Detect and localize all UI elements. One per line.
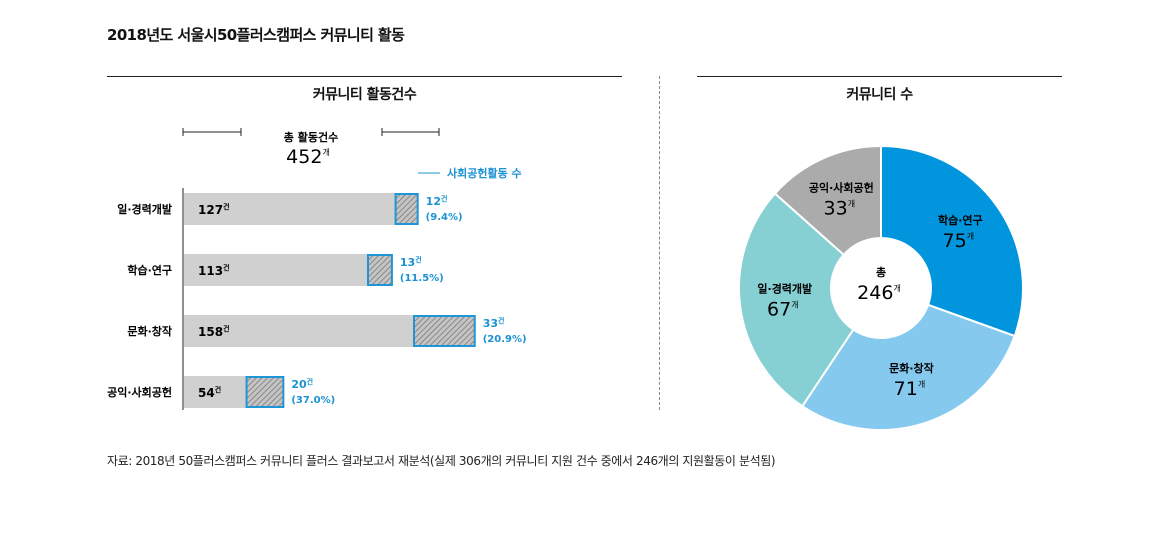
page-title: 2018년도 서울시50플러스캠퍼스 커뮤니티 활동 xyxy=(107,26,405,44)
bar-highlight-percent: (9.4%) xyxy=(426,212,463,223)
bar-highlight-percent: (37.0%) xyxy=(291,395,335,406)
bar-value-number: 127 xyxy=(198,203,223,217)
bar-category-label: 일·경력개발 xyxy=(117,202,172,216)
pie-slice-unit: 개 xyxy=(967,231,974,241)
total-value-number: 452 xyxy=(286,146,322,168)
bar-highlight-unit: 건 xyxy=(441,194,447,203)
pie-slice-number: 75 xyxy=(943,230,967,252)
bar-highlight-label: 13건 xyxy=(400,255,422,269)
pie-panel-title: 커뮤니티 수 xyxy=(846,87,913,103)
bar-highlight-percent: (11.5%) xyxy=(400,273,444,284)
pie-center-value: 246개 xyxy=(857,282,901,304)
bar-highlight-number: 13 xyxy=(400,256,415,269)
bar-value-label: 54건 xyxy=(198,385,221,400)
legend-label: 사회공헌활동 수 xyxy=(447,166,522,180)
bar-highlight-unit: 건 xyxy=(498,316,504,325)
bar-highlight-label: 20건 xyxy=(291,377,313,391)
bar-highlight-number: 20 xyxy=(291,378,307,391)
pie-center-number: 246 xyxy=(857,282,893,304)
bar-panel-title: 커뮤니티 활동건수 xyxy=(312,87,417,103)
bar-highlight-number: 33 xyxy=(483,317,498,330)
bar-highlight-unit: 건 xyxy=(415,255,421,264)
bar-value-label: 127건 xyxy=(198,202,230,217)
bar-value-number: 158 xyxy=(198,325,223,339)
pie-slice-label: 공익·사회공헌 xyxy=(809,180,874,194)
bar-highlight xyxy=(245,376,285,408)
pie-slice xyxy=(738,192,883,408)
pie-slice-value: 33개 xyxy=(824,197,856,219)
bar-value-unit: 건 xyxy=(223,263,229,272)
panel-divider xyxy=(659,76,660,410)
bar-category-label: 공익·사회공헌 xyxy=(107,385,172,399)
bar-value-number: 54 xyxy=(198,386,215,400)
bar-highlight-label: 33건 xyxy=(483,316,505,330)
bar-base xyxy=(184,254,392,286)
total-value: 452개 xyxy=(286,146,330,168)
bar-base xyxy=(184,193,418,225)
pie-slice-value: 67개 xyxy=(767,298,799,320)
bar-panel-rule xyxy=(107,76,622,77)
bar-highlight-label: 12건 xyxy=(426,194,448,208)
pie-slice-unit: 개 xyxy=(848,198,855,208)
pie-slice-value: 71개 xyxy=(894,378,926,400)
bar-value-unit: 건 xyxy=(223,324,229,333)
total-value-unit: 개 xyxy=(322,147,329,157)
source-note: 자료: 2018년 50플러스캠퍼스 커뮤니티 플러스 결과보고서 재분석(실제… xyxy=(107,454,776,468)
pie-slice-unit: 개 xyxy=(918,379,925,389)
pie-slice-number: 67 xyxy=(767,298,791,320)
bar-highlight-unit: 건 xyxy=(307,377,313,386)
pie-slice-number: 33 xyxy=(824,197,848,219)
pie-slice xyxy=(800,286,1016,431)
pie-center-unit: 개 xyxy=(893,283,900,293)
bar-category-label: 학습·연구 xyxy=(127,263,172,277)
bar-value-number: 113 xyxy=(198,264,223,278)
pie-slice-label: 학습·연구 xyxy=(938,213,983,227)
bar-category-label: 문화·창작 xyxy=(127,324,172,338)
pie-center-label: 총 xyxy=(876,265,886,279)
bar-value-label: 113건 xyxy=(198,263,230,278)
pie-panel-rule xyxy=(697,76,1062,77)
bar-highlight xyxy=(413,315,476,347)
pie-hole xyxy=(830,237,932,339)
pie-slice-value: 75개 xyxy=(943,230,975,252)
bar-highlight-number: 12 xyxy=(426,195,441,208)
bar-value-label: 158건 xyxy=(198,324,230,339)
total-label: 총 활동건수 xyxy=(284,130,338,144)
bar-value-unit: 건 xyxy=(223,202,229,211)
bar-highlight xyxy=(367,254,393,286)
bar-highlight xyxy=(394,193,419,225)
pie-slice-label: 문화·창작 xyxy=(889,361,934,375)
bar-value-unit: 건 xyxy=(215,385,221,394)
bar-highlight-percent: (20.9%) xyxy=(483,334,527,345)
pie-slice-label: 일·경력개발 xyxy=(757,281,812,295)
pie-slice-number: 71 xyxy=(894,378,918,400)
pie-slice-unit: 개 xyxy=(791,299,798,309)
